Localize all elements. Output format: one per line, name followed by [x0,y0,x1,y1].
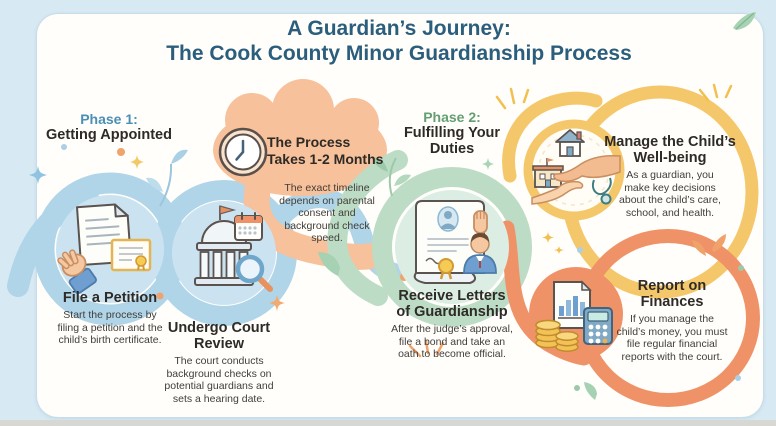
screenshot-bottom-edge [0,420,776,426]
page-title: A Guardian’s Journey: The Cook County Mi… [166,17,632,65]
finances-icon [529,267,623,361]
guardianship-letters-icon [395,190,509,304]
timeline-callout-note: The exact timeline depends on parental c… [279,182,375,244]
phase2-flow-path [327,150,532,327]
phase-1-name: Getting Appointed [46,127,172,143]
clock-icon [218,127,268,177]
sparkle-icon [29,155,564,311]
step-file-petition: File a Petition Start the process by fil… [25,290,195,347]
step-title: File a Petition [62,290,158,306]
step-title: Undergo Court Review [167,320,271,352]
step-description: As a guardian, you make key decisions ab… [619,169,721,219]
phase-1-heading: Phase 1: Getting Appointed [29,111,189,143]
step-description: After the judge’s approval, file a bond … [391,323,513,360]
step-title: Manage the Child’s Well-being [604,134,736,166]
phase-2-heading: Phase 2: Fulfilling Your Duties [372,109,532,157]
phase-2-label: Phase 2: [423,109,481,125]
petition-icon [56,195,164,303]
step-title: Report on Finances [637,278,707,310]
step-title: Receive Letters of Guardianship [396,288,508,320]
step-receive-letters: Receive Letters of Guardianship After th… [367,288,537,361]
ray-decorations [408,83,733,358]
step-report-finances: Report on Finances If you manage the chi… [587,278,757,363]
phase-2-name: Fulfilling Your Duties [403,125,501,157]
timeline-callout-heading: The Process Takes 1-2 Months [267,134,384,167]
step-court-review: Undergo Court Review The court conducts … [134,320,304,405]
step-description: The court conducts background checks on … [164,355,274,405]
courthouse-icon [172,201,276,305]
leaf-icon [146,12,756,400]
step-description: If you manage the child’s money, you mus… [616,313,728,363]
step-description: Start the process by filing a petition a… [57,309,163,346]
phase-1-label: Phase 1: [80,111,138,127]
step-manage-wellbeing: Manage the Child’s Well-being As a guard… [584,134,756,219]
child-wellbeing-icon [523,119,625,221]
